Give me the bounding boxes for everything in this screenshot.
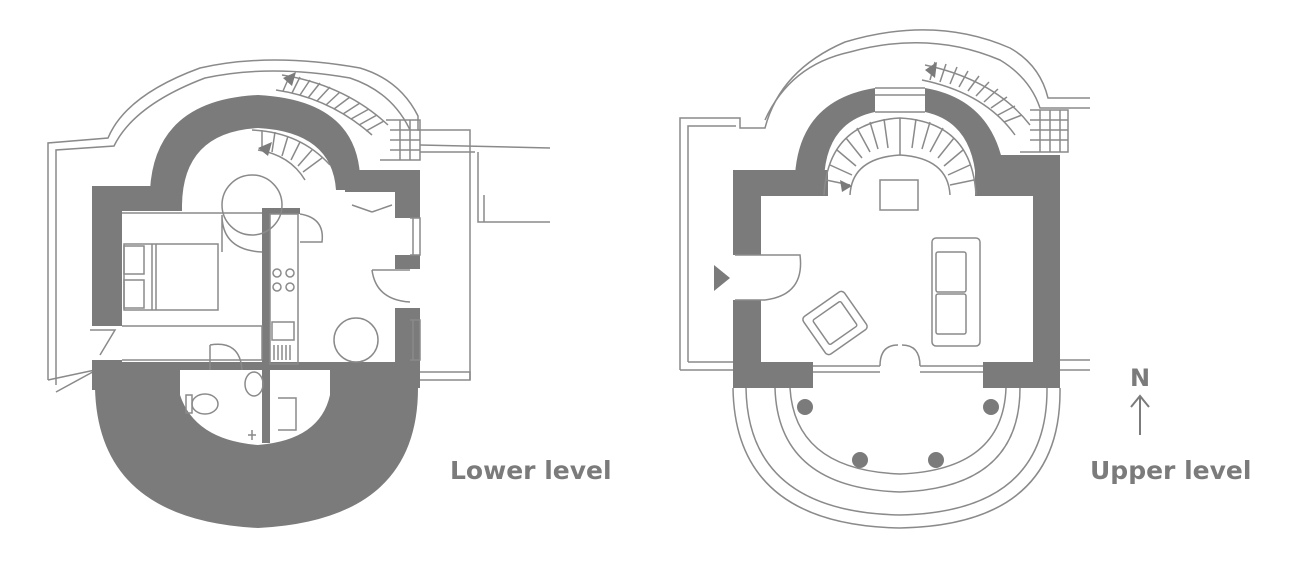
north-label: N — [1130, 364, 1150, 392]
upper-balcony-inner — [774, 387, 1021, 493]
upper-side-ledge — [1060, 359, 1090, 371]
lower-inner-stair — [221, 129, 331, 236]
upper-south-facade — [813, 365, 983, 373]
armchair-icon — [802, 290, 868, 356]
lower-shower-tray — [278, 397, 297, 431]
lower-side-walls — [419, 144, 551, 223]
upper-wall-e — [1033, 155, 1060, 388]
lower-wall-w — [92, 186, 122, 326]
lower-wall-e2 — [395, 255, 420, 269]
upper-french-door — [879, 344, 921, 367]
lower-terrace-outline — [47, 59, 471, 380]
lower-level-plan: Lower level — [47, 59, 612, 528]
lower-doors — [90, 204, 411, 371]
upper-balcony-outer-2 — [745, 387, 1048, 516]
sofa-icon — [931, 237, 981, 347]
lower-round-table — [333, 317, 379, 363]
lower-room-lines — [122, 212, 263, 361]
upper-wall-w1 — [733, 170, 761, 255]
upper-inner-stair — [823, 117, 977, 211]
lower-wall-center — [262, 208, 270, 443]
upper-wall-se — [983, 362, 1060, 388]
lower-basin — [244, 371, 264, 397]
toilet-icon — [185, 393, 219, 415]
upper-north-wall — [795, 88, 875, 180]
upper-north-window — [875, 87, 925, 113]
door-icon — [735, 254, 802, 301]
lower-wall-sw — [92, 360, 122, 390]
lower-window-1 — [410, 217, 421, 256]
upper-terrace-inner — [687, 42, 1090, 362]
stair-icon — [925, 62, 937, 78]
lower-outer-stair — [275, 72, 421, 161]
upper-outer-stair — [921, 61, 1069, 153]
lower-level-label: Lower level — [450, 456, 612, 485]
lower-terrace-inner-outline — [55, 70, 411, 385]
lower-wall-e1 — [395, 170, 420, 218]
door-icon — [221, 214, 263, 253]
stair-icon — [283, 72, 296, 86]
upper-level-label: Upper level — [1090, 456, 1251, 485]
bed-icon — [123, 243, 219, 311]
lower-shower — [248, 430, 256, 440]
hob-icon — [272, 268, 295, 292]
upper-wall-sw-corner — [755, 362, 813, 386]
entry-arrow-icon — [714, 265, 730, 291]
upper-level-plan: N Upper level — [679, 29, 1251, 529]
north-arrow-icon: N — [1130, 364, 1150, 435]
lower-bath-area — [180, 370, 330, 445]
lower-side-ledge — [420, 371, 471, 381]
column-icon — [797, 399, 999, 468]
upper-balcony-inner-2 — [789, 387, 1007, 475]
upper-balcony-outer — [732, 387, 1061, 529]
lower-wall-e3 — [395, 308, 420, 388]
lower-kitchen — [269, 213, 299, 365]
lower-south-wall — [95, 362, 418, 528]
lower-window-2 — [410, 319, 421, 361]
lower-north-wall — [150, 95, 360, 205]
upper-terrace-edge — [680, 361, 733, 371]
